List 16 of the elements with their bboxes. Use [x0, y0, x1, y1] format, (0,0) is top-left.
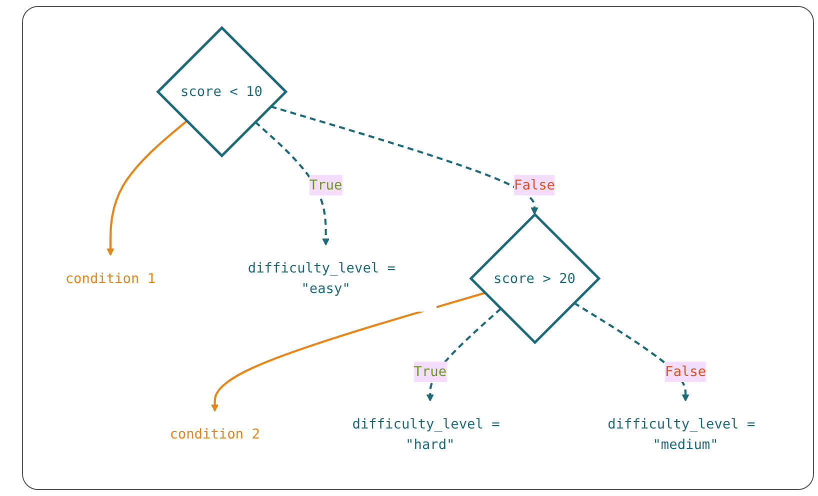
flowchart-drawing: True False True False score < 10 condition 1 difficulty_level = "easy" score > 20 condition 2 difficulty_level = "hard" difficulty_level = "medium": [33, 21, 803, 475]
edge-label: True: [309, 176, 342, 194]
node-text: condition 2: [170, 426, 260, 442]
node-diamond: [469, 212, 601, 345]
edge-label: False: [514, 176, 556, 194]
node-text: difficulty_level = "hard": [352, 416, 500, 453]
node-diamond: [156, 26, 288, 158]
arrow: [106, 120, 188, 256]
arrow: [573, 302, 690, 402]
edge-label: True: [414, 364, 447, 380]
node-text: condition 1: [65, 270, 156, 286]
arrow: [211, 292, 486, 412]
arrow: [254, 122, 330, 246]
arrow: [270, 106, 538, 216]
node-text: difficulty_level = "medium": [608, 416, 756, 453]
edge-label: False: [665, 364, 706, 380]
